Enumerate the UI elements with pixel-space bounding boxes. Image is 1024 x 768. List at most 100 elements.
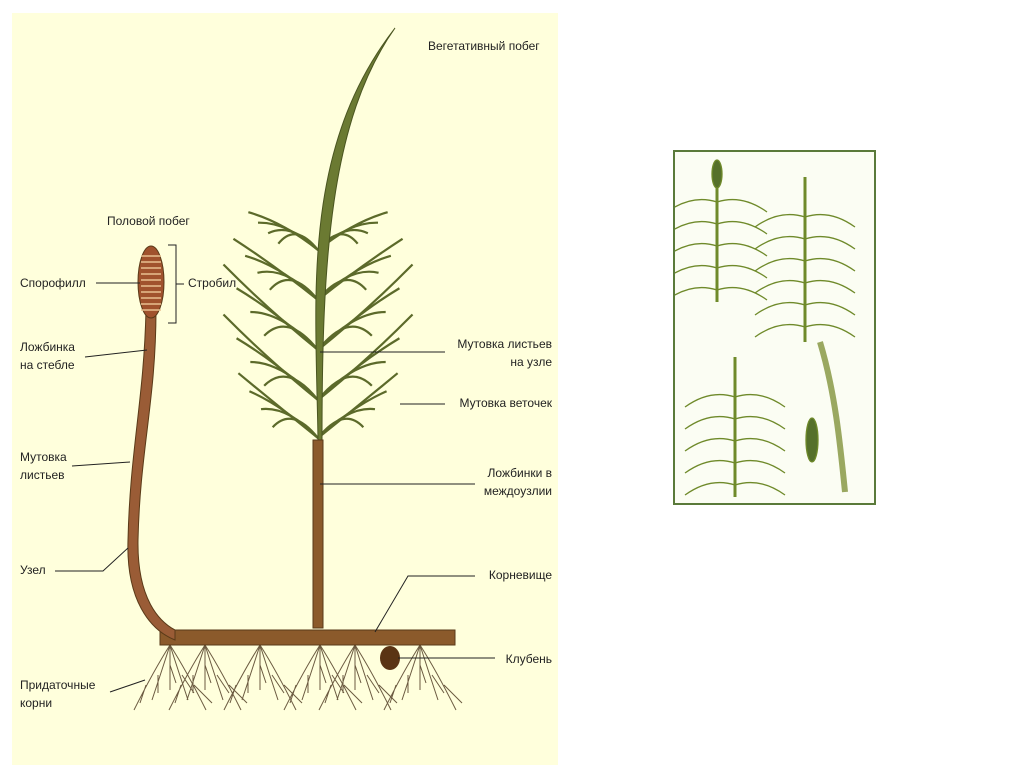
sketch-branch bbox=[734, 393, 786, 408]
vegetative-stem-brown bbox=[312, 439, 324, 629]
sketch-branch bbox=[754, 301, 806, 316]
sketch-branch bbox=[754, 323, 806, 338]
root bbox=[259, 645, 267, 690]
sketch-branch bbox=[666, 286, 718, 301]
sketch-branch bbox=[804, 279, 856, 294]
branch bbox=[263, 375, 319, 401]
label-strobile: Стробил bbox=[188, 276, 237, 290]
horsetail-sketch bbox=[666, 159, 856, 497]
branch bbox=[260, 407, 319, 439]
tuber bbox=[380, 646, 400, 670]
label-internode-1: Ложбинки в bbox=[487, 466, 552, 480]
sketch-branch bbox=[716, 286, 768, 301]
root bbox=[204, 644, 248, 711]
root bbox=[223, 644, 261, 711]
label-node-leaf-whorl-1: Мутовка листьев bbox=[457, 337, 552, 351]
branch bbox=[244, 254, 319, 301]
root bbox=[354, 645, 362, 690]
sketch-branch bbox=[666, 242, 718, 257]
label-roots: Придаточные корни bbox=[20, 676, 95, 712]
sketch-cone bbox=[805, 417, 819, 463]
branch bbox=[257, 270, 319, 301]
sketch-branch bbox=[666, 198, 718, 213]
branch bbox=[267, 228, 319, 251]
root bbox=[319, 644, 327, 690]
sketch-fertile-stem bbox=[817, 341, 848, 493]
root bbox=[354, 644, 380, 701]
sketch-branch bbox=[804, 323, 856, 338]
label-leaf-whorl-2: листьев bbox=[20, 468, 65, 482]
sketch-branch bbox=[684, 415, 736, 430]
sketch-branch bbox=[734, 481, 786, 496]
root bbox=[186, 644, 206, 701]
root bbox=[319, 644, 363, 711]
root bbox=[204, 644, 230, 701]
label-vegetative-shoot: Вегетативный побег bbox=[428, 39, 540, 53]
branch bbox=[317, 325, 373, 351]
label-node: Узел bbox=[20, 563, 46, 577]
label-rhizome: Корневище bbox=[488, 568, 552, 582]
rhizome bbox=[159, 629, 456, 646]
sketch-branch bbox=[684, 437, 736, 452]
sketch-branch bbox=[716, 264, 768, 279]
label-internode-grooves: Ложбинки в междоузлии bbox=[484, 464, 552, 500]
branch bbox=[317, 270, 379, 301]
sketch-branch bbox=[754, 257, 806, 272]
label-groove-2: на стебле bbox=[20, 358, 75, 372]
sketch-strobile bbox=[711, 159, 723, 189]
label-leaf-whorl: Мутовка листьев bbox=[20, 448, 67, 484]
label-roots-2: корни bbox=[20, 696, 53, 710]
adventitious-roots bbox=[133, 644, 463, 711]
root bbox=[419, 644, 427, 690]
branch bbox=[269, 278, 319, 301]
sketch-branch bbox=[804, 257, 856, 272]
sketch-branch bbox=[754, 213, 806, 228]
sketch-branch bbox=[666, 220, 718, 235]
vegetative-shoot-green bbox=[315, 27, 396, 441]
sketch-branch bbox=[716, 220, 768, 235]
root bbox=[318, 644, 356, 711]
label-groove-1: Ложбинка bbox=[20, 340, 75, 354]
branch bbox=[317, 407, 376, 439]
root bbox=[419, 644, 445, 701]
sketch-branch bbox=[734, 459, 786, 474]
root bbox=[133, 644, 171, 711]
label-sporophyll: Спорофилл bbox=[20, 276, 86, 290]
root bbox=[383, 644, 421, 711]
root bbox=[169, 644, 195, 701]
root bbox=[301, 644, 321, 701]
sketch-branch bbox=[716, 242, 768, 257]
sketch-branch bbox=[804, 301, 856, 316]
label-groove: Ложбинка на стебле bbox=[20, 338, 75, 374]
root bbox=[169, 644, 213, 711]
branch bbox=[317, 417, 365, 439]
horsetail-photo bbox=[666, 150, 876, 505]
sketch-branch bbox=[754, 235, 806, 250]
root bbox=[336, 644, 356, 701]
sketch-branch bbox=[684, 393, 736, 408]
branch bbox=[317, 360, 386, 401]
sketch-branch bbox=[734, 415, 786, 430]
sketch-branch bbox=[666, 264, 718, 279]
root bbox=[151, 644, 171, 701]
root bbox=[283, 644, 321, 711]
root bbox=[259, 644, 303, 711]
branch bbox=[263, 325, 319, 351]
branch bbox=[277, 233, 319, 251]
sketch-branch bbox=[716, 198, 768, 213]
branch bbox=[250, 360, 319, 401]
root bbox=[401, 644, 421, 701]
label-roots-1: Придаточные bbox=[20, 678, 96, 692]
sketch-branch bbox=[804, 235, 856, 250]
root bbox=[419, 644, 463, 711]
label-internode-2: междоузлии bbox=[483, 484, 552, 498]
root bbox=[168, 644, 206, 711]
label-leaf-whorl-1: Мутовка bbox=[20, 450, 67, 464]
root bbox=[241, 644, 261, 701]
sketch-branch bbox=[684, 481, 736, 496]
fertile-stem bbox=[127, 309, 176, 641]
label-lines bbox=[55, 244, 495, 693]
sketch-branch bbox=[684, 459, 736, 474]
